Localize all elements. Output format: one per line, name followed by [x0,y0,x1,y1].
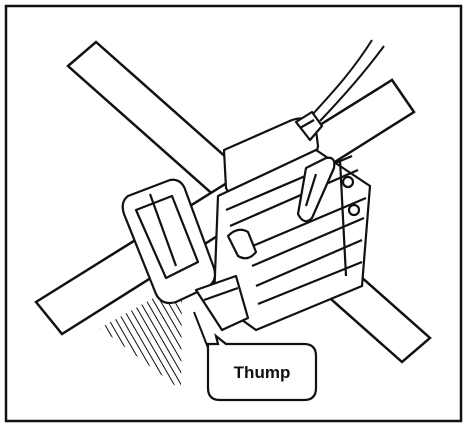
thump-callout: Thump [206,333,318,402]
screw-2 [347,203,361,217]
callout-bubble [206,333,318,402]
trigger [226,228,258,260]
screw-1 [341,175,355,189]
nose-plate [134,194,200,280]
callout-label: Thump [234,363,291,382]
nailer-tool [121,110,372,332]
air-hose [311,39,385,122]
hatched-surface [100,282,182,390]
hose-coupling [294,110,324,142]
